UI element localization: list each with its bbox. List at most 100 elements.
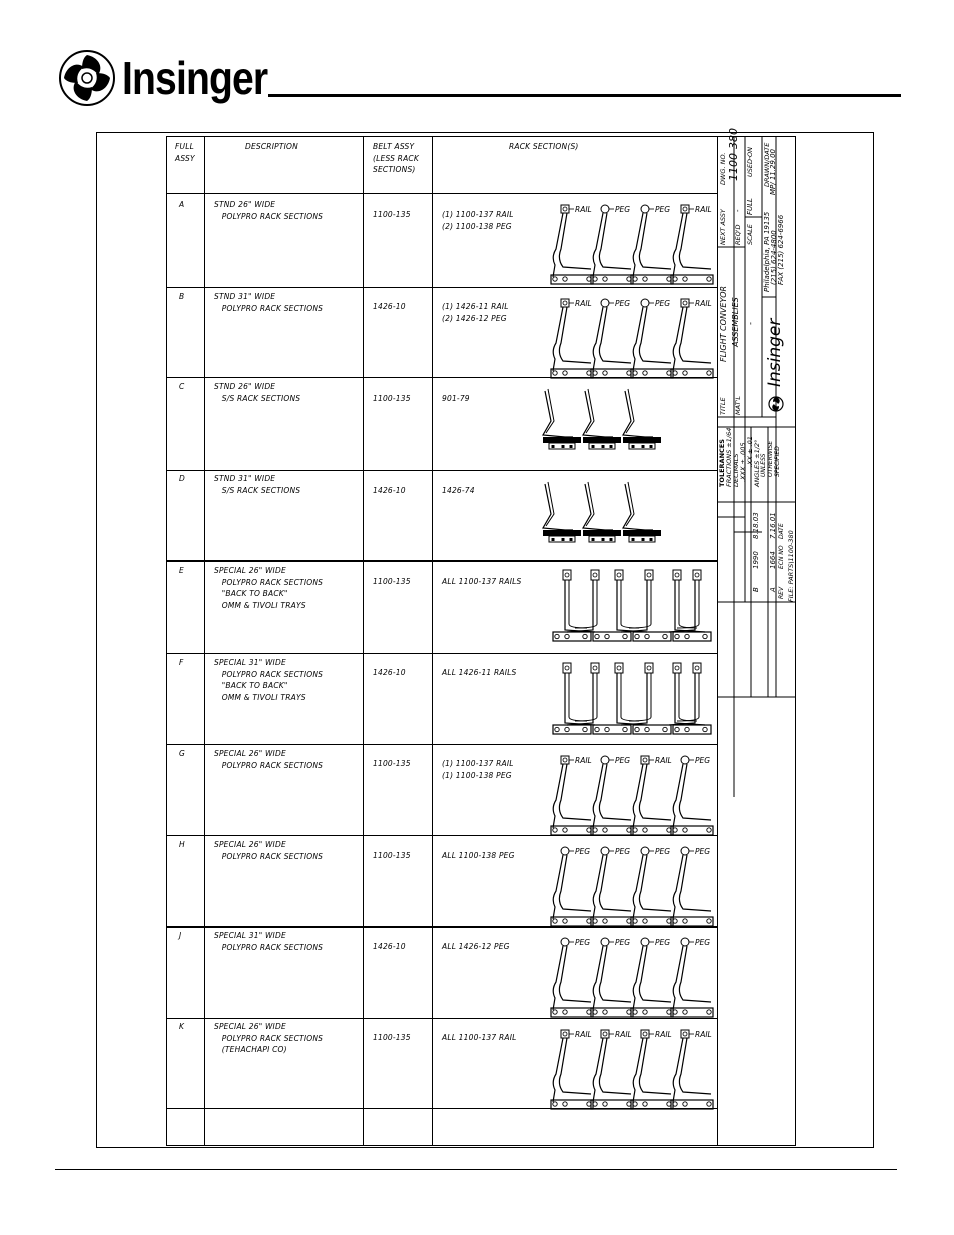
row-description: SPECIAL 31" WIDE POLYPRO RACK SECTIONS — [214, 931, 324, 952]
ss-rack-hole — [561, 445, 565, 448]
row-divider — [167, 193, 717, 194]
row-rack: (1) 1100-137 RAIL (1) 1100-138 PEG — [442, 759, 514, 780]
rail-head — [640, 1029, 650, 1039]
rack-arm — [668, 580, 696, 633]
base-hole — [682, 1101, 688, 1107]
rack-arm — [592, 945, 604, 1011]
rack-arm — [672, 945, 684, 1011]
peg-head — [640, 846, 650, 856]
ss-rack-arm — [545, 388, 555, 434]
rack-arm — [552, 945, 564, 1011]
rack-arm — [668, 673, 696, 726]
ss-rack-arm — [585, 388, 595, 434]
rail-head-hole — [694, 572, 700, 578]
col-divider — [432, 137, 433, 1145]
rack-base — [632, 631, 672, 642]
base-hole — [706, 1009, 712, 1015]
base-hole — [602, 1101, 608, 1107]
used-on-value: - — [746, 156, 754, 159]
base-hole — [672, 276, 678, 282]
base-hole — [672, 370, 678, 376]
base-hole — [634, 633, 640, 640]
rack-arm — [638, 945, 672, 1003]
rack-base — [672, 724, 712, 735]
row-rack: ALL 1426-11 RAILS — [442, 668, 517, 677]
rail-head-hole — [602, 1031, 608, 1037]
rack-base — [552, 631, 592, 642]
base-hole — [592, 1101, 598, 1107]
row-rack: ALL 1100-138 PEG — [442, 851, 515, 860]
rack-arm — [676, 580, 700, 629]
rack-drawing-row — [542, 481, 661, 543]
base-hole — [682, 827, 688, 833]
row-rack: ALL 1426-12 PEG — [442, 942, 510, 951]
row-rack: 1426-74 — [442, 486, 475, 495]
ss-rack-hole — [641, 538, 645, 541]
used-on-label: USED ON — [746, 146, 754, 177]
rack-base — [672, 631, 712, 642]
rack-arm — [620, 673, 640, 722]
base-hole — [682, 1009, 688, 1015]
base-hole — [672, 1009, 678, 1015]
rack-arm — [620, 580, 640, 629]
base-hole — [632, 276, 638, 282]
rack-base — [670, 825, 714, 836]
base-hole — [642, 370, 648, 376]
ss-rack-hole — [649, 538, 653, 541]
base-hole — [552, 1101, 558, 1107]
base-hole — [674, 633, 680, 640]
base-hole — [632, 370, 638, 376]
rack-label: RAIL — [695, 1030, 712, 1039]
title-block-graphic — [716, 137, 795, 1145]
rail-head — [562, 569, 572, 581]
base-hole — [604, 633, 610, 640]
rail-head-hole — [674, 572, 680, 578]
rack-label: PEG — [615, 205, 630, 214]
row-id: J — [179, 931, 182, 940]
ss-rack-hole — [641, 445, 645, 448]
rack-arm — [632, 763, 644, 829]
rack-label: PEG — [655, 847, 670, 856]
base-hole — [602, 370, 608, 376]
rack-arm — [598, 306, 632, 364]
rack-arm — [632, 1037, 644, 1103]
rack-arm — [558, 945, 592, 1003]
row-divider — [167, 470, 717, 471]
base-hole — [642, 827, 648, 833]
rack-arm — [678, 854, 712, 912]
ss-rack-arm — [625, 481, 635, 527]
reqd-label: REQ'D — [734, 224, 742, 245]
rail-head — [560, 298, 570, 308]
base-hole — [552, 918, 558, 924]
page-frame — [96, 132, 874, 1148]
row-divider — [167, 835, 717, 836]
ss-rack-hole — [551, 445, 555, 448]
rack-base — [670, 368, 714, 379]
date-b: 8.18.03 — [752, 512, 760, 539]
rail-head — [600, 1029, 610, 1039]
row-divider — [167, 287, 717, 288]
rail-head — [562, 662, 572, 674]
row-divider — [167, 377, 717, 378]
rack-label: PEG — [575, 847, 590, 856]
row-divider — [167, 744, 717, 745]
rack-arm — [676, 673, 700, 722]
row-divider — [167, 560, 717, 562]
rack-label: RAIL — [615, 1030, 632, 1039]
ss-rack-base — [543, 530, 581, 536]
rack-label: RAIL — [575, 756, 592, 765]
base-hole — [562, 827, 568, 833]
base-hole — [702, 633, 708, 640]
drawing-sheet: FULL ASSY DESCRIPTION BELT ASSY (LESS RA… — [166, 128, 796, 1146]
peg-head — [680, 846, 690, 856]
swirl-logo-icon — [768, 396, 784, 412]
rail-head-hole — [564, 665, 570, 671]
rail-head-hole — [564, 572, 570, 578]
rack-base — [670, 274, 714, 285]
peg-head — [600, 755, 610, 765]
base-hole — [602, 918, 608, 924]
base-hole — [592, 1009, 598, 1015]
base-hole — [552, 827, 558, 833]
